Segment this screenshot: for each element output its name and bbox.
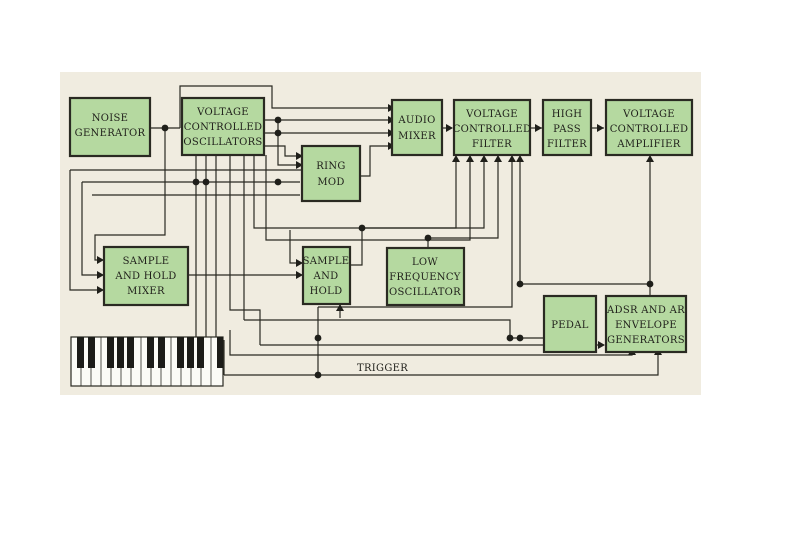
adsr-label-line-1: ADSR AND AR: [606, 305, 685, 316]
vco-label-line-2: CONTROLLED: [184, 122, 263, 133]
lfo-label-line-3: OSCILLATOR: [389, 287, 461, 298]
sample-hold-label-line-1: SAMPLE: [303, 256, 350, 267]
hpf-label-line-3: FILTER: [547, 139, 587, 150]
lfo-label-line-1: LOW: [412, 257, 438, 268]
noise-generator-label-line-2: GENERATOR: [75, 128, 146, 139]
sample-hold-label-line-3: HOLD: [310, 286, 343, 297]
audio-mixer-block: AUDIO MIXER: [390, 98, 444, 157]
audio-mixer-label-line-1: AUDIO: [397, 115, 435, 126]
adsr-block: ADSR AND AR ENVELOPE GENERATORS: [604, 294, 688, 354]
lfo-label-line-2: FREQUENCY: [389, 272, 460, 283]
sh-mixer-label-line-3: MIXER: [127, 286, 165, 297]
keyboard: [70, 336, 224, 387]
hpf-label-line-2: PASS: [553, 124, 581, 135]
ring-mod-label-line-1: RING: [316, 161, 345, 172]
vca-label-line-2: CONTROLLED: [610, 124, 689, 135]
sh-mixer-label-line-1: SAMPLE: [123, 256, 170, 267]
hpf-block: HIGH PASS FILTER: [541, 98, 593, 157]
audio-mixer-label-line-2: MIXER: [398, 131, 436, 142]
ring-mod-block: RING MOD: [300, 144, 362, 203]
noise-generator-block: NOISE GENERATOR: [68, 96, 152, 158]
vca-block: VOLTAGE CONTROLLED AMPLIFIER: [604, 98, 694, 157]
sample-and-hold-block: SAMPLE AND HOLD: [301, 245, 352, 306]
adsr-label-line-2: ENVELOPE: [615, 320, 677, 331]
black-keys: [77, 337, 223, 368]
vcf-label-line-3: FILTER: [472, 139, 512, 150]
hpf-label-line-1: HIGH: [552, 109, 583, 120]
junction-dots: [161, 116, 654, 379]
pedal-label: PEDAL: [551, 320, 588, 331]
ring-mod-label-line-2: MOD: [317, 177, 344, 188]
vcf-block: VOLTAGE CONTROLLED FILTER: [453, 98, 532, 157]
vco-label-line-3: OSCILLATORS: [183, 137, 262, 148]
vco-block: VOLTAGE CONTROLLED OSCILLATORS: [180, 96, 266, 157]
vco-label-line-1: VOLTAGE: [196, 107, 249, 118]
sample-hold-label-line-2: AND: [313, 271, 339, 282]
trigger-label: TRIGGER: [357, 363, 408, 374]
lfo-block: LOW FREQUENCY OSCILLATOR: [385, 246, 466, 307]
vca-label-line-1: VOLTAGE: [622, 109, 675, 120]
sample-and-hold-mixer-block: SAMPLE AND HOLD MIXER: [102, 245, 190, 307]
adsr-label-line-3: GENERATORS: [607, 335, 685, 346]
vcf-label-line-2: CONTROLLED: [453, 124, 532, 135]
vca-label-line-3: AMPLIFIER: [616, 139, 680, 150]
pedal-block: PEDAL: [542, 294, 598, 354]
vcf-label-line-1: VOLTAGE: [465, 109, 518, 120]
noise-generator-label-line-1: NOISE: [92, 113, 129, 124]
sh-mixer-label-line-2: AND HOLD: [114, 271, 176, 282]
